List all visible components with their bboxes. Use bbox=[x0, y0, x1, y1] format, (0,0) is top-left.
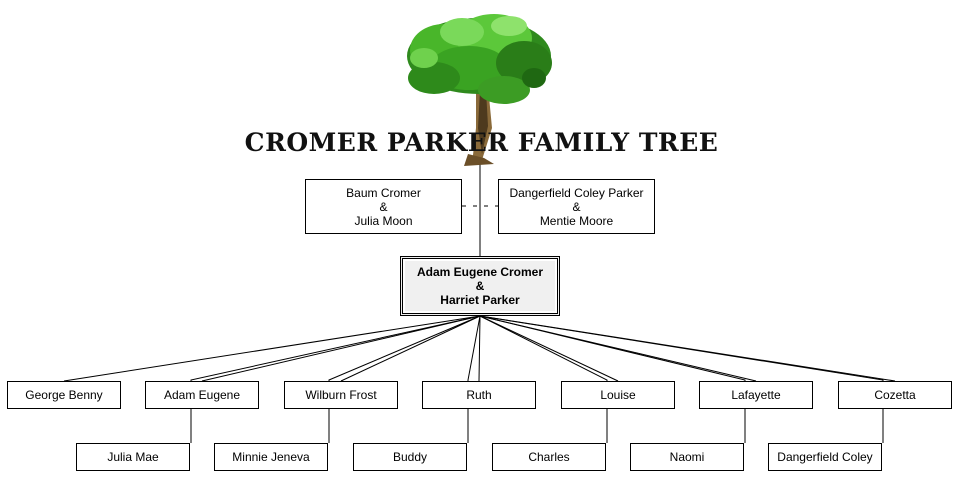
child-box[interactable]: Buddy bbox=[353, 443, 467, 471]
child-connector-line bbox=[467, 315, 481, 443]
child-name: Louise bbox=[600, 388, 636, 402]
grandparent-name: Julia Moon bbox=[354, 213, 413, 228]
child-box[interactable]: Cozetta bbox=[838, 381, 952, 409]
grandparent-name: Dangerfield Coley Parker bbox=[509, 185, 644, 200]
child-box[interactable]: Naomi bbox=[630, 443, 744, 471]
child-box[interactable]: Louise bbox=[561, 381, 675, 409]
child-connector-line bbox=[63, 315, 481, 382]
child-name: Julia Mae bbox=[107, 450, 159, 464]
child-connector-line bbox=[201, 315, 481, 382]
child-box[interactable]: George Benny bbox=[7, 381, 121, 409]
child-box[interactable]: Adam Eugene bbox=[145, 381, 259, 409]
child-connector-line bbox=[190, 315, 481, 443]
ampersand: & bbox=[379, 199, 388, 214]
child-connector-line bbox=[479, 315, 619, 382]
child-connector-line bbox=[328, 315, 481, 443]
grandparent-name: Mentie Moore bbox=[539, 213, 614, 228]
parent-name: Adam Eugene Cromer bbox=[416, 265, 544, 279]
child-name: Cozetta bbox=[874, 388, 916, 402]
child-box[interactable]: Lafayette bbox=[699, 381, 813, 409]
child-box[interactable]: Ruth bbox=[422, 381, 536, 409]
child-connector-line bbox=[478, 315, 481, 382]
child-name: Adam Eugene bbox=[163, 388, 241, 402]
grandparent-name: Baum Cromer bbox=[346, 185, 421, 200]
child-connector-line bbox=[479, 315, 757, 382]
page-title: CROMER PARKER FAMILY TREE bbox=[244, 128, 719, 157]
child-connector-line bbox=[340, 315, 481, 382]
child-box[interactable]: Julia Mae bbox=[76, 443, 190, 471]
child-box[interactable]: Dangerfield Coley bbox=[768, 443, 882, 471]
child-name: Ruth bbox=[466, 388, 492, 402]
child-name: Buddy bbox=[392, 450, 428, 464]
child-name: Wilburn Frost bbox=[305, 388, 377, 402]
child-name: Minnie Jeneva bbox=[232, 450, 310, 464]
child-connector-line bbox=[479, 315, 896, 382]
child-box[interactable]: Wilburn Frost bbox=[284, 381, 398, 409]
child-box[interactable]: Minnie Jeneva bbox=[214, 443, 328, 471]
child-connector-line bbox=[479, 315, 746, 443]
parent-name: Harriet Parker bbox=[440, 293, 520, 307]
child-name: George Benny bbox=[25, 388, 103, 402]
grandparents-right-box[interactable]: Dangerfield Coley Parker & Mentie Moore bbox=[498, 179, 655, 234]
child-name: Naomi bbox=[669, 450, 705, 464]
ampersand: & bbox=[572, 199, 581, 214]
child-name: Dangerfield Coley bbox=[777, 450, 873, 464]
child-name: Charles bbox=[528, 450, 570, 464]
tree-icon bbox=[407, 14, 552, 166]
child-connector-line bbox=[479, 315, 608, 443]
parents-box[interactable]: Adam Eugene Cromer & Harriet Parker bbox=[400, 256, 560, 316]
grandparents-left-box[interactable]: Baum Cromer & Julia Moon bbox=[305, 179, 462, 234]
ampersand: & bbox=[475, 279, 485, 293]
child-name: Lafayette bbox=[731, 388, 781, 402]
child-connector-line bbox=[479, 315, 884, 443]
child-box[interactable]: Charles bbox=[492, 443, 606, 471]
